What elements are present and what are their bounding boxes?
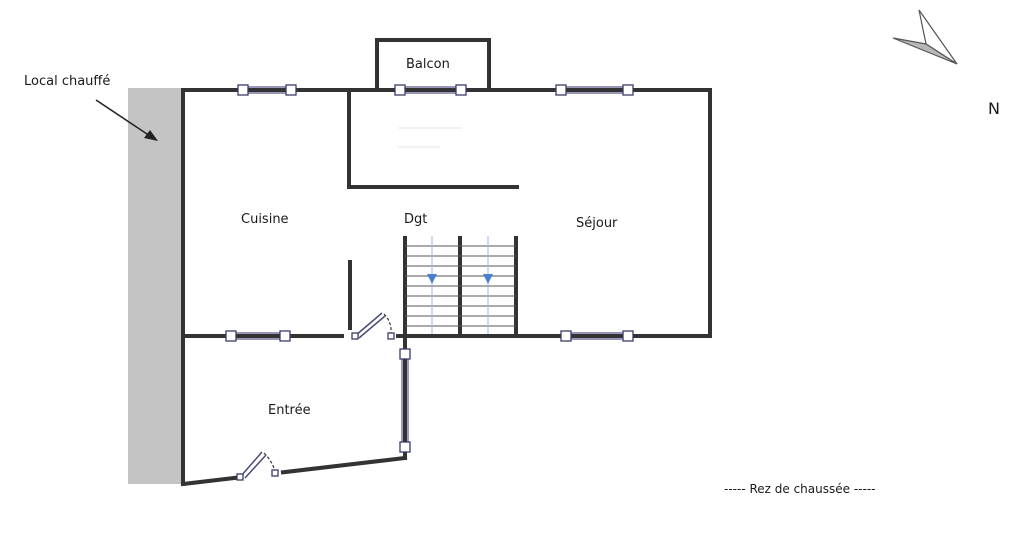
arrow-down-icon (427, 274, 437, 284)
doors (236, 312, 396, 482)
window (560, 330, 634, 342)
staircase (403, 236, 518, 336)
window (555, 84, 634, 96)
balcony (375, 38, 491, 92)
arrow-down-icon (483, 274, 493, 284)
label-entree: Entrée (268, 403, 311, 418)
label-north: N (988, 99, 1000, 118)
heated-zone (128, 88, 183, 484)
door (236, 451, 282, 482)
label-sejour: Séjour (576, 216, 618, 231)
label-cuisine: Cuisine (241, 212, 289, 227)
pointer-arrow (95, 99, 151, 137)
window (394, 84, 467, 96)
window (399, 348, 411, 453)
window (237, 84, 297, 96)
label-local-chauffe: Local chauffé (24, 74, 110, 89)
interior-walls (347, 88, 519, 338)
window (225, 330, 291, 342)
pointer-arrow-head (144, 130, 158, 141)
label-level: ----- Rez de chaussée ----- (724, 482, 875, 496)
label-balcon: Balcon (406, 57, 450, 72)
windows (225, 84, 634, 453)
north-arrow-icon (892, 9, 958, 65)
exterior-walls (180, 88, 712, 487)
label-dgt: Dgt (404, 212, 427, 227)
door (344, 312, 396, 342)
